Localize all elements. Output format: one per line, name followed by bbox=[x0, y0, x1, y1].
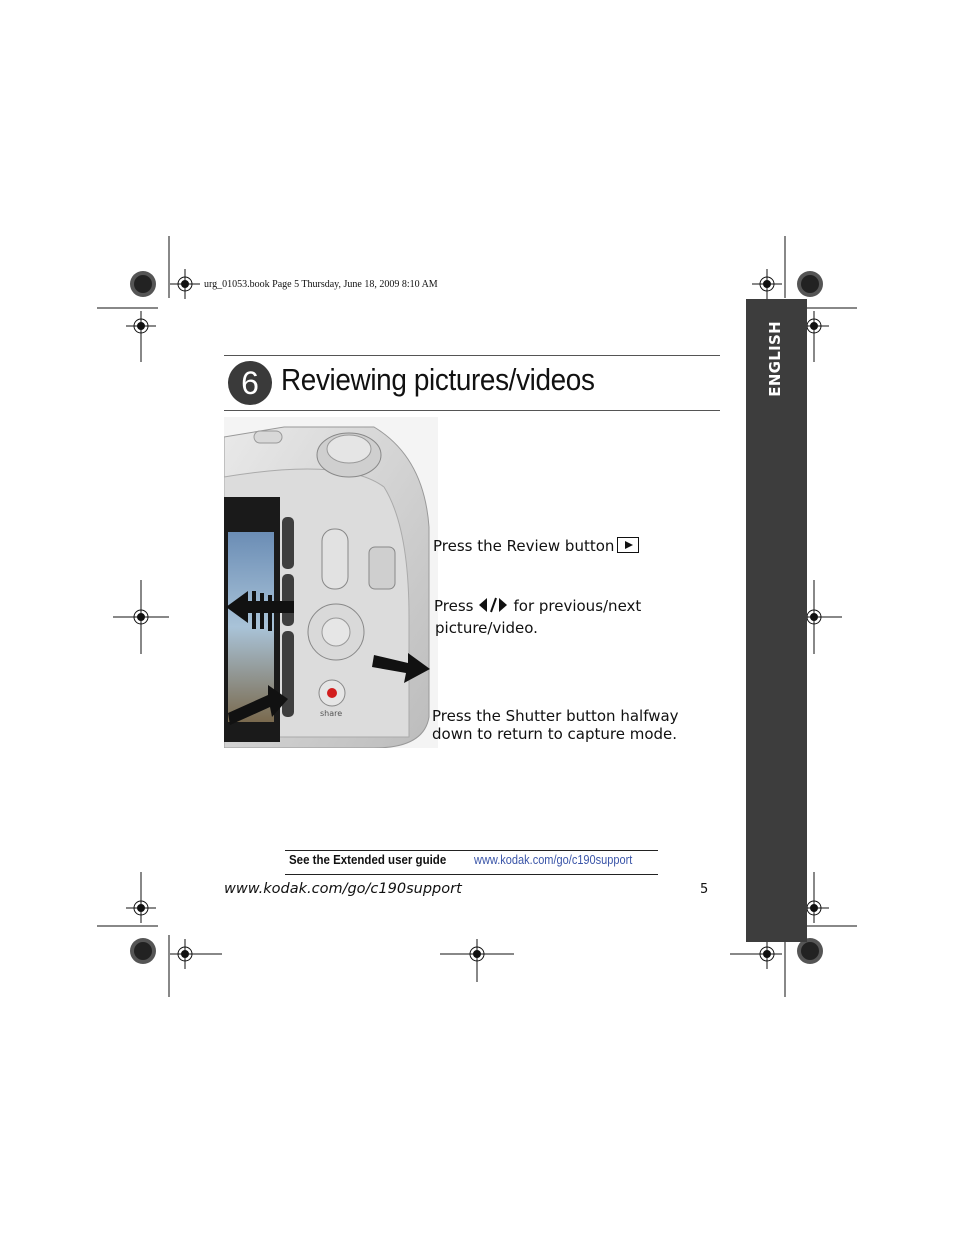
section-title: Reviewing pictures/videos bbox=[281, 362, 595, 397]
camera-illustration: share bbox=[224, 417, 438, 748]
extended-guide-link[interactable]: www.kodak.com/go/c190support bbox=[474, 853, 633, 867]
shutter-instruction-line1: Press the Shutter button halfway bbox=[432, 707, 679, 725]
prev-next-suffix: for previous/next bbox=[513, 597, 642, 615]
share-button-label: share bbox=[320, 709, 342, 718]
title-rule-top bbox=[224, 355, 720, 356]
left-right-arrows-icon bbox=[479, 597, 508, 613]
prev-next-prefix: Press bbox=[434, 597, 474, 615]
review-instruction-text: Press the Review button bbox=[433, 537, 615, 555]
shutter-instruction-line2: down to return to capture mode. bbox=[432, 725, 678, 743]
extended-guide-label: See the Extended user guide bbox=[289, 853, 447, 867]
language-label-text: ENGLISH bbox=[766, 321, 784, 397]
language-side-tab bbox=[746, 299, 807, 942]
page-number: 5 bbox=[700, 882, 709, 897]
prev-next-instruction: Press for previous/next bbox=[434, 597, 641, 616]
file-meta-header: urg_01053.book Page 5 Thursday, June 18,… bbox=[204, 279, 438, 290]
review-instruction: Press the Review button bbox=[433, 537, 640, 556]
extended-guide-bar bbox=[285, 850, 658, 875]
title-rule-bottom bbox=[224, 410, 720, 411]
review-button-icon bbox=[617, 537, 640, 553]
prev-next-line2: picture/video. bbox=[435, 619, 538, 637]
section-number: 6 bbox=[228, 361, 272, 405]
footer-url[interactable]: www.kodak.com/go/c190support bbox=[224, 881, 462, 897]
language-label: ENGLISH bbox=[746, 299, 784, 397]
